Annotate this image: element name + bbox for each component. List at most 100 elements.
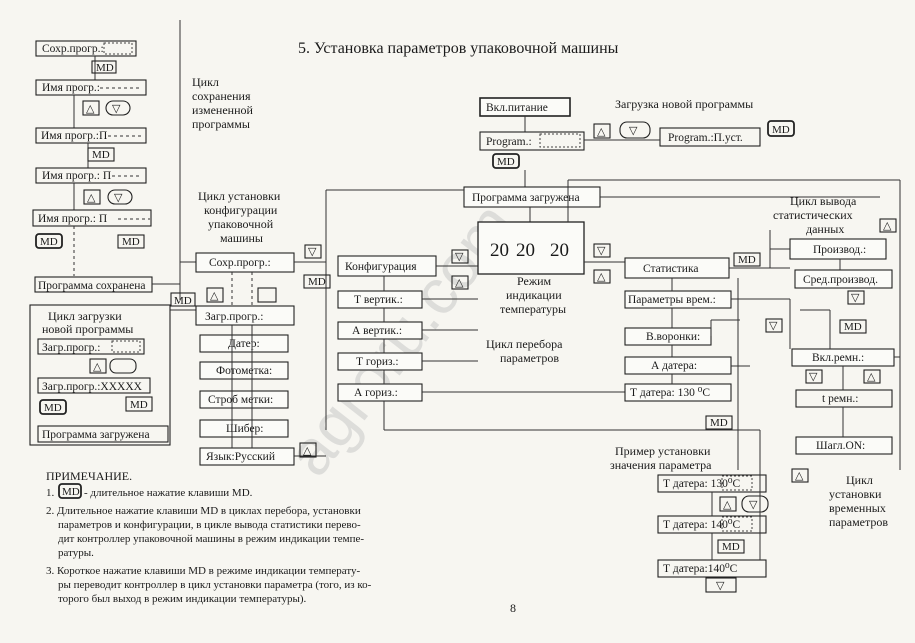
svg-text:MD: MD: [40, 236, 58, 248]
save-program-cycle: Сохр.прогр.: MD Имя прогр.: △ ▽ Имя прог…: [32, 20, 196, 300]
time-cycle-label: параметров: [829, 515, 888, 529]
load-prog-text-1: Загр.прогр.:: [42, 342, 100, 354]
config-item: Шибер:: [226, 423, 264, 435]
svg-text:MD: MD: [130, 399, 148, 411]
svg-text:△: △: [867, 371, 876, 383]
config-item: Язык:Русский: [206, 451, 275, 463]
time-cycle-label: установки: [829, 487, 882, 501]
load-cycle-label: новой программы: [42, 322, 133, 336]
svg-text:△: △: [455, 277, 464, 289]
temp-digit: 20: [516, 240, 535, 261]
svg-text:▽: ▽: [809, 371, 818, 383]
svg-text:▽: ▽: [114, 192, 123, 204]
md-key: MD: [839, 319, 867, 334]
page-title: 5. Установка параметров упаковочной маши…: [298, 40, 619, 57]
name-prog-text-2: Имя прогр.:П: [41, 130, 107, 142]
svg-text:▽: ▽: [749, 499, 758, 511]
up-key: △: [82, 100, 100, 116]
down-key: ▽: [451, 249, 469, 264]
save-prog-text: Сохр.прогр.:: [42, 43, 104, 55]
statistics-column: Статистика Параметры врем.: В.воронки: А…: [624, 257, 790, 470]
mode-label: индикации: [506, 288, 562, 302]
svg-text:MD: MD: [497, 156, 515, 168]
note-2: параметров и конфигурации, в цикле вывод…: [58, 519, 361, 531]
output-cycle-label: статистических: [773, 208, 853, 222]
name-prog-box-4: [32, 209, 152, 227]
down-key: ▽: [847, 290, 865, 305]
svg-text:MD: MD: [738, 254, 756, 266]
up-key: △: [451, 275, 469, 290]
example-steps: Т датера: 130⁰С △ ▽ Т датера: 140⁰С MD Т…: [657, 430, 769, 593]
down-key: ▽: [716, 580, 725, 592]
save-prog-box: [35, 40, 137, 57]
config-item: Фотометка:: [216, 365, 272, 377]
param-item: Т вертик.:: [354, 294, 403, 306]
load-program-cycle: Цикл загрузки новой программы Загр.прогр…: [29, 292, 196, 446]
svg-text:△: △: [883, 220, 892, 232]
top-section: Вкл.питание Загрузка новой программы Pro…: [326, 97, 901, 470]
production-text: Производ.:: [813, 244, 866, 256]
md-key: MD: [125, 396, 153, 412]
param-cycle-label: Цикл перебора: [486, 337, 563, 351]
svg-text:MD: MD: [710, 417, 728, 429]
stats-item: А датера:: [651, 360, 697, 372]
config-label: Конфигурация: [345, 261, 417, 273]
stats-item: Т датера: 130 ⁰С: [630, 387, 710, 399]
time-cycle-label: Цикл: [846, 473, 873, 487]
save-cycle-label: Цикл: [192, 75, 219, 89]
svg-text:△: △: [723, 499, 732, 511]
stats-item: В.воронки:: [646, 331, 700, 343]
up-key: △: [719, 496, 737, 512]
note-1: - длительное нажатие клавиши MD.: [84, 487, 253, 499]
page-number: 8: [510, 601, 516, 615]
temp-digit: 20: [490, 240, 509, 261]
config-cycle-label: упаковочной: [208, 217, 274, 231]
svg-text:▽: ▽: [455, 251, 464, 263]
svg-text:MD: MD: [308, 276, 326, 288]
svg-text:△: △: [597, 126, 606, 138]
example-label: Пример установки: [615, 444, 711, 458]
params-column: Конфигурация Т вертик.: А вертик.: Т гор…: [337, 255, 760, 431]
example-row: Т датера:140⁰С: [663, 563, 738, 575]
name-prog-box-1: [35, 79, 147, 96]
svg-text:MD: MD: [92, 149, 110, 161]
md-key-long: MD: [35, 233, 63, 249]
md-key: MD: [117, 234, 145, 249]
down-key: ▽: [593, 243, 611, 258]
down-key: ▽: [304, 244, 322, 259]
time-cycle-label: временных: [829, 501, 886, 515]
notes-heading: ПРИМЕЧАНИЕ.: [46, 469, 132, 483]
stats-title: Статистика: [643, 263, 698, 275]
param-cycle-label: параметров: [500, 351, 559, 365]
svg-text:MD: MD: [772, 124, 790, 136]
md-key-long: MD: [767, 120, 795, 137]
md-key: MD: [303, 274, 331, 289]
md-key: MD: [733, 252, 761, 267]
up-key: △: [299, 442, 317, 458]
save-cycle-label: программы: [192, 117, 250, 131]
down-key: ▽: [619, 121, 651, 139]
svg-text:△: △: [597, 271, 606, 283]
svg-text:▽: ▽: [769, 320, 778, 332]
svg-text:MD: MD: [62, 486, 80, 498]
time-item: Вкл.ремн.:: [812, 352, 864, 364]
svg-text:MD: MD: [122, 236, 140, 248]
config-item: Загр.прогр.:: [205, 311, 263, 323]
output-cycle-label: Цикл вывода: [790, 194, 857, 208]
down-key: ▽: [107, 189, 133, 205]
program-text-2: Program.:П.уст.: [668, 132, 743, 144]
md-key-long: MD: [39, 399, 67, 415]
up-key: △: [89, 358, 107, 374]
config-cycle-label: конфигурации: [204, 203, 278, 217]
up-key: △: [791, 468, 809, 483]
time-item: t ремн.:: [822, 393, 858, 405]
svg-text:△: △: [303, 445, 312, 457]
example-label: значения параметра: [610, 458, 712, 472]
md-key: MD: [705, 415, 733, 430]
md-key: MD: [87, 147, 115, 162]
svg-text:MD: MD: [844, 321, 862, 333]
md-key-long: MD: [492, 153, 520, 169]
down-key: ▽: [805, 369, 823, 384]
note-3: торого был выход в режим индикации темпе…: [58, 593, 307, 605]
note-2: ратуры.: [58, 547, 94, 559]
